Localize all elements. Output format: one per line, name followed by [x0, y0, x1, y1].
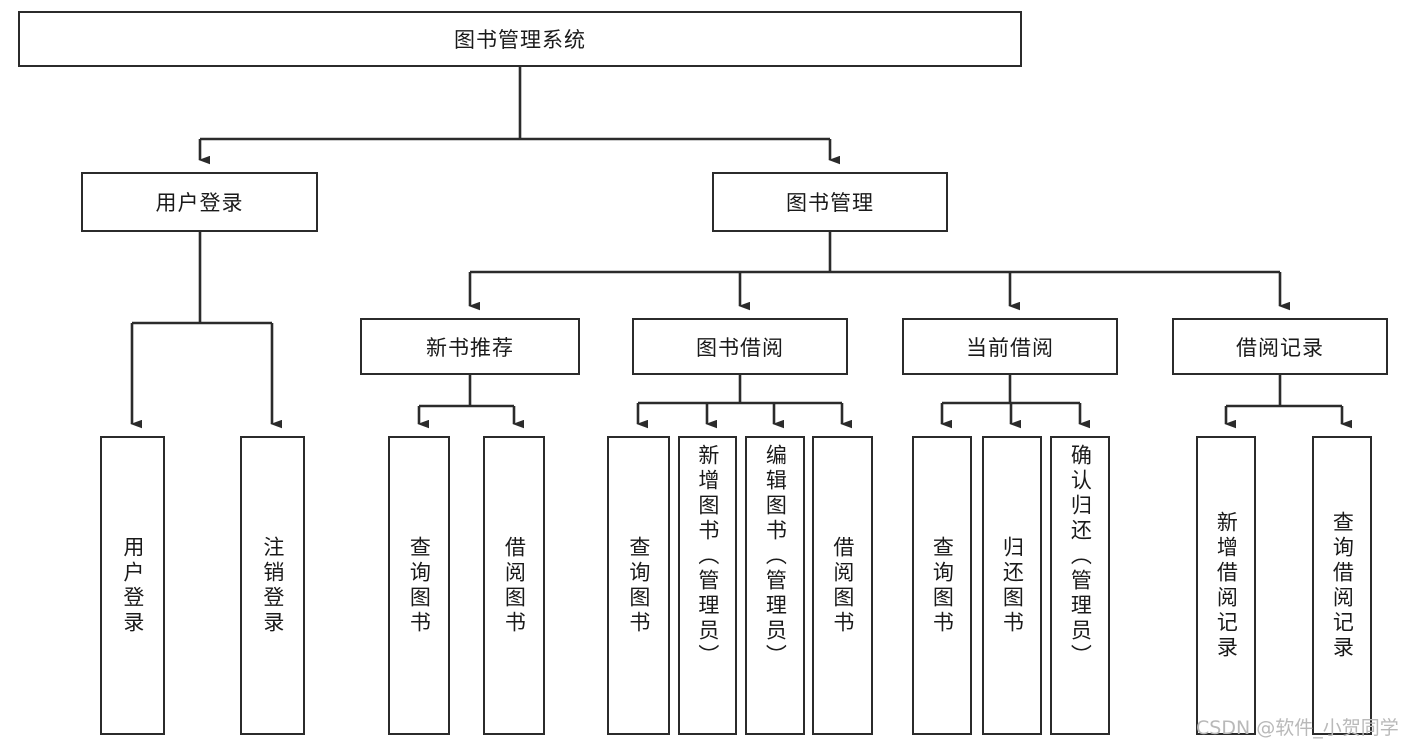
node-leaf-search-books-current[interactable]: 查询图书 [912, 436, 972, 735]
node-leaf-search-borrow-record[interactable]: 查询借阅记录 [1312, 436, 1372, 735]
node-leaf-search-books-new[interactable]: 查询图书 [388, 436, 450, 735]
node-label: 用户登录 [155, 191, 244, 215]
node-label: 查询图书 [407, 535, 432, 636]
node-borrowing-records[interactable]: 借阅记录 [1172, 318, 1388, 375]
node-label: 图书管理系统 [454, 28, 586, 52]
node-leaf-borrow-books[interactable]: 借阅图书 [812, 436, 873, 735]
node-leaf-borrow-books-new[interactable]: 借阅图书 [483, 436, 545, 735]
node-label: 注销登录 [260, 535, 285, 636]
node-leaf-logout[interactable]: 注销登录 [240, 436, 305, 735]
node-label: 确认归还（管理员） [1068, 444, 1093, 669]
node-book-management[interactable]: 图书管理 [712, 172, 948, 232]
node-book-borrowing[interactable]: 图书借阅 [632, 318, 848, 375]
node-label: 编辑图书（管理员） [763, 444, 788, 669]
node-new-book-recommendation[interactable]: 新书推荐 [360, 318, 580, 375]
node-label: 借阅图书 [502, 535, 527, 636]
node-label: 查询图书 [930, 535, 955, 636]
node-label: 新增图书（管理员） [695, 444, 720, 669]
node-label: 新书推荐 [426, 335, 514, 360]
node-label: 新增借阅记录 [1214, 510, 1239, 661]
node-current-borrowing[interactable]: 当前借阅 [902, 318, 1118, 375]
node-user-login[interactable]: 用户登录 [81, 172, 318, 232]
node-label: 借阅记录 [1236, 335, 1324, 360]
node-leaf-confirm-return-admin[interactable]: 确认归还（管理员） [1050, 436, 1110, 735]
node-leaf-add-borrow-record[interactable]: 新增借阅记录 [1196, 436, 1256, 735]
node-label: 图书管理 [786, 191, 874, 215]
node-label: 查询借阅记录 [1330, 510, 1355, 661]
node-leaf-user-login[interactable]: 用户登录 [100, 436, 165, 735]
node-leaf-search-books-borrow[interactable]: 查询图书 [607, 436, 670, 735]
node-label: 当前借阅 [966, 335, 1054, 360]
node-label: 图书借阅 [696, 335, 784, 360]
node-root-book-management-system[interactable]: 图书管理系统 [18, 11, 1022, 67]
node-leaf-add-book-admin[interactable]: 新增图书（管理员） [678, 436, 737, 735]
node-leaf-return-books[interactable]: 归还图书 [982, 436, 1042, 735]
node-label: 用户登录 [120, 535, 145, 636]
node-leaf-edit-book-admin[interactable]: 编辑图书（管理员） [745, 436, 805, 735]
node-label: 归还图书 [1000, 535, 1025, 636]
node-label: 借阅图书 [830, 535, 855, 636]
node-label: 查询图书 [626, 535, 651, 636]
